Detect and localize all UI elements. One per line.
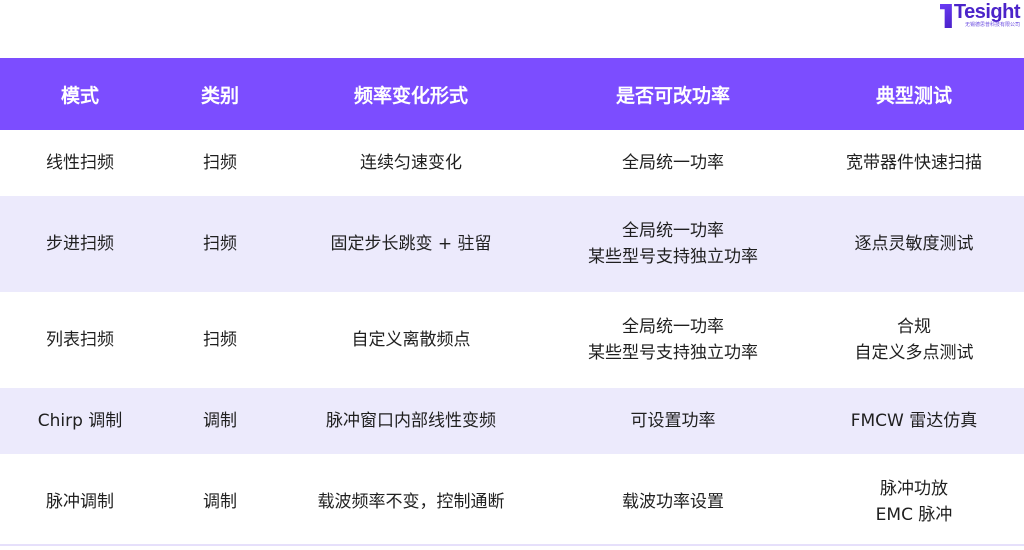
logo-wordmark: Tesight [953,1,1021,23]
header-power: 是否可改功率 [542,58,804,130]
cell-power: 全局统一功率 某些型号支持独立功率 [542,292,804,388]
cell-power: 载波功率设置 [542,454,804,550]
sweep-mode-table: 模式 类别 频率变化形式 是否可改功率 典型测试 线性扫频 扫频 连续匀速变化 … [0,58,1024,550]
cell-test-line: 合规 [897,317,931,337]
cell-typical-test: 合规 自定义多点测试 [804,292,1024,388]
cell-power: 全局统一功率 [542,130,804,196]
table-row: 脉冲调制 调制 载波频率不变，控制通断 载波功率设置 脉冲功放 EMC 脉冲 [0,454,1024,550]
header-typical-test: 典型测试 [804,58,1024,130]
table-row: Chirp 调制 调制 脉冲窗口内部线性变频 可设置功率 FMCW 雷达仿真 [0,388,1024,454]
cell-power: 全局统一功率 某些型号支持独立功率 [542,196,804,292]
cell-power-line: 全局统一功率 [622,221,724,241]
cell-test-line: 逐点灵敏度测试 [854,234,974,254]
cell-test-line: 脉冲功放 [880,479,948,499]
table-row: 列表扫频 扫频 自定义离散频点 全局统一功率 某些型号支持独立功率 合规 自定义… [0,292,1024,388]
cell-mode: 步进扫频 [0,196,160,292]
cell-mode: 脉冲调制 [0,454,160,550]
table-header-row: 模式 类别 频率变化形式 是否可改功率 典型测试 [0,58,1024,130]
logo-mark-icon [939,4,952,28]
cell-test-line: 自定义多点测试 [854,343,974,363]
cell-mode: 线性扫频 [0,130,160,196]
cell-freq-change: 固定步长跳变 + 驻留 [280,196,542,292]
cell-power-line: 全局统一功率 [622,317,724,337]
cell-freq-change: 脉冲窗口内部线性变频 [280,388,542,454]
cell-freq-change: 自定义离散频点 [280,292,542,388]
cell-mode: Chirp 调制 [0,388,160,454]
cell-freq-change: 连续匀速变化 [280,130,542,196]
cell-power: 可设置功率 [542,388,804,454]
logo-subtitle: 无锡德思普科技有限公司 [964,22,1020,28]
bottom-divider [0,544,1024,546]
cell-test-line: FMCW 雷达仿真 [850,411,978,431]
table-row: 步进扫频 扫频 固定步长跳变 + 驻留 全局统一功率 某些型号支持独立功率 逐点… [0,196,1024,292]
cell-power-line: 载波功率设置 [622,492,724,512]
cell-test-line: EMC 脉冲 [875,505,953,525]
header-mode: 模式 [0,58,160,130]
cell-typical-test: FMCW 雷达仿真 [804,388,1024,454]
cell-mode: 列表扫频 [0,292,160,388]
company-logo: Tesight 无锡德思普科技有限公司 [939,1,1021,28]
cell-category: 扫频 [160,130,280,196]
cell-typical-test: 宽带器件快速扫描 [804,130,1024,196]
cell-category: 调制 [160,454,280,550]
header-category: 类别 [160,58,280,130]
cell-power-line: 某些型号支持独立功率 [588,247,758,267]
header-freq-change: 频率变化形式 [280,58,542,130]
cell-power-line: 全局统一功率 [622,153,724,173]
cell-freq-change: 载波频率不变，控制通断 [280,454,542,550]
cell-category: 扫频 [160,196,280,292]
cell-power-line: 可设置功率 [630,411,716,431]
cell-power-line: 某些型号支持独立功率 [588,343,758,363]
cell-typical-test: 逐点灵敏度测试 [804,196,1024,292]
table-row: 线性扫频 扫频 连续匀速变化 全局统一功率 宽带器件快速扫描 [0,130,1024,196]
cell-category: 扫频 [160,292,280,388]
cell-typical-test: 脉冲功放 EMC 脉冲 [804,454,1024,550]
cell-test-line: 宽带器件快速扫描 [846,153,982,173]
cell-category: 调制 [160,388,280,454]
